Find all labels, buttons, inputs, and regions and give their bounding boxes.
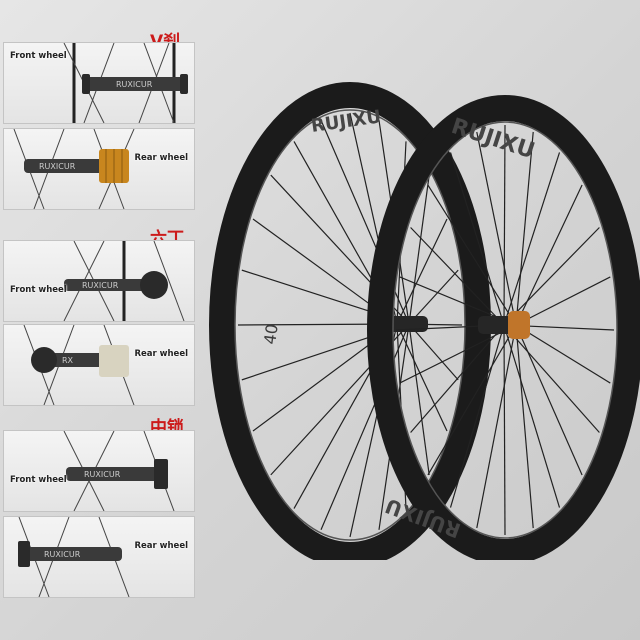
center-lock-flange: [154, 459, 168, 489]
spoke: [503, 152, 561, 326]
hub-brand-text: RUXICUR: [82, 281, 119, 290]
rear-hub-freehub: [508, 311, 530, 339]
spoke: [410, 324, 505, 433]
spoke: [503, 324, 561, 508]
panel-front-hub-six-bolt: RUXICUR Front wheel: [3, 240, 195, 322]
hub-body: [22, 547, 122, 561]
wheelset-image: 40 RUJIXU RUJIXU RUJIXU: [209, 82, 640, 560]
cassette-body: [99, 345, 129, 377]
hub-body: [24, 159, 104, 173]
spoke: [515, 324, 611, 384]
hub-body: [64, 279, 164, 291]
spoke: [408, 323, 430, 475]
rear-hub-image: RUXICUR: [18, 517, 130, 597]
hub-brand-text: RUXICUR: [44, 550, 81, 559]
spoke: [476, 324, 517, 529]
spoke: [396, 218, 448, 325]
panel-rear-hub-v-brake: RUXICUR Rear wheel: [3, 128, 195, 210]
hub-flange: [82, 74, 90, 94]
hub-body: [66, 467, 166, 481]
hub-flange: [180, 74, 188, 94]
front-wheel: 40: [209, 82, 491, 560]
hub-brand-text: RUXICUR: [84, 470, 121, 479]
spoke: [503, 124, 506, 326]
spoke: [410, 227, 505, 326]
panel-rear-hub-six-bolt: RX Rear wheel: [3, 324, 195, 406]
spoke: [503, 324, 506, 536]
rear-rim: [367, 95, 640, 560]
spoke: [449, 152, 505, 326]
front-rim-depth-mark: 40: [260, 323, 282, 346]
center-lock-flange: [18, 541, 30, 567]
spoke: [515, 276, 611, 326]
panel-rear-hub-center-lock: RUXICUR Rear wheel: [3, 516, 195, 598]
front-wheel-label: Front wheel: [10, 285, 67, 295]
spoke: [449, 324, 505, 508]
disc-mount: [31, 347, 57, 373]
rear-spokes: [395, 124, 615, 536]
spoke: [153, 241, 185, 321]
hub-body: [86, 77, 184, 91]
rear-rim-inner-edge: [392, 121, 618, 539]
hub-brand-text: RX: [62, 356, 74, 365]
front-wheel-label: Front wheel: [10, 475, 67, 485]
rear-hub-image: RUXICUR: [13, 129, 135, 209]
rear-hub-image: RX: [23, 325, 135, 405]
front-rim-inner-edge: [234, 109, 466, 541]
spoke: [399, 324, 517, 384]
spoke: [503, 227, 600, 326]
front-hub-image: RUXICUR: [63, 431, 175, 511]
rear-wheel-label: Rear wheel: [134, 349, 188, 359]
spoke: [515, 324, 583, 476]
spoke: [408, 269, 459, 325]
spoke: [503, 324, 600, 433]
disc-mount: [140, 271, 168, 299]
panel-front-hub-center-lock: RUXICUR Front wheel: [3, 430, 195, 512]
spoke: [427, 184, 517, 326]
rear-wheel-label: Rear wheel: [134, 541, 188, 551]
spoke: [427, 324, 517, 476]
hub-brand-text: RUXICUR: [39, 162, 76, 171]
spoke: [476, 131, 517, 326]
spoke: [408, 175, 430, 325]
hub-brand-text: RUXICUR: [116, 80, 153, 89]
panel-front-hub-v-brake: RUXICUR Front wheel: [3, 42, 195, 124]
front-hub-image: RUXICUR: [63, 43, 188, 123]
spoke: [515, 131, 534, 326]
front-wheel-label: Front wheel: [10, 51, 67, 61]
rear-wheel-label: Rear wheel: [134, 153, 188, 163]
front-hub-image: RUXICUR: [63, 241, 185, 321]
spoke: [396, 323, 448, 432]
spoke: [408, 323, 459, 381]
spoke: [515, 324, 534, 529]
